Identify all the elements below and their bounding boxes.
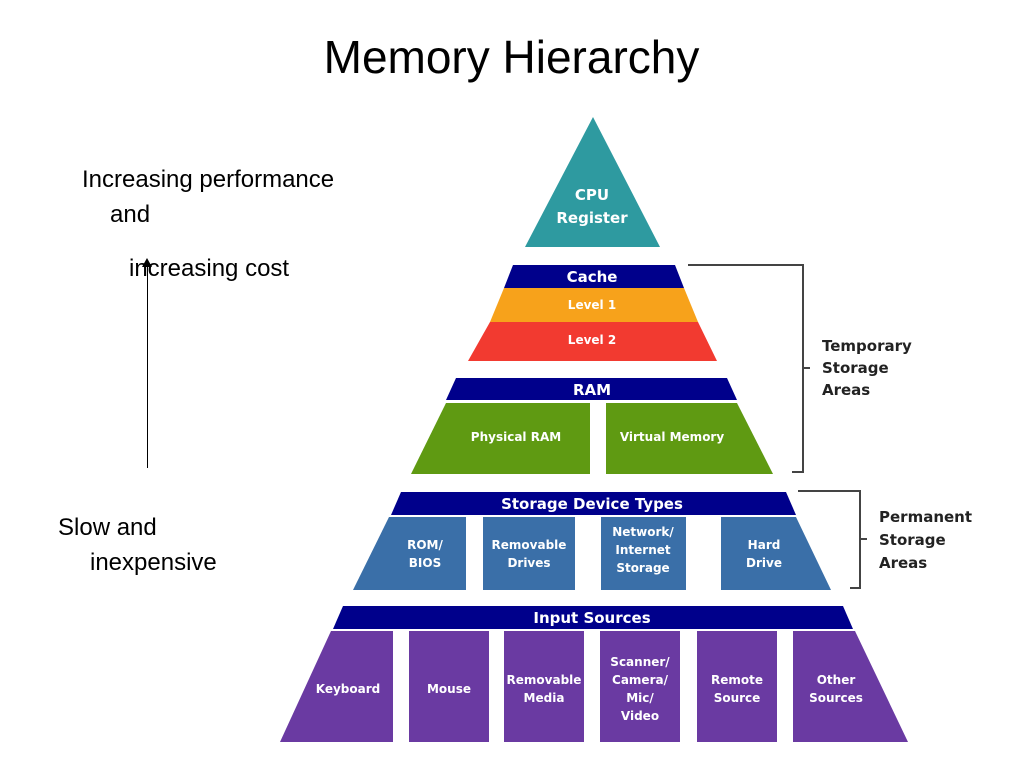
scanner-label-line3: Mic/ (626, 691, 654, 705)
mouse-label: Mouse (427, 682, 471, 696)
keyboard-block (280, 631, 393, 742)
cache-level2-band (468, 322, 717, 361)
mouse-block (409, 631, 489, 742)
removable-drives-block (483, 517, 575, 590)
remote-source-label-line1: Remote (711, 673, 763, 687)
permanent-label-line1: Permanent (879, 508, 972, 526)
permanent-label-line2: Storage (879, 531, 946, 549)
cheap-note-line2: inexpensive (90, 549, 217, 576)
rom-bios-label-line1: ROM/ (407, 538, 443, 552)
hard-drive-label-line1: Hard (748, 538, 781, 552)
network-storage-label-line2: Internet (615, 543, 670, 557)
temporary-storage-bracket (688, 264, 810, 473)
cache-header-band (504, 265, 684, 288)
temporary-label-line1: Temporary (822, 337, 912, 355)
cheap-note-line1: Slow and (58, 514, 157, 541)
cpu-label: CPU (575, 186, 609, 204)
temporary-label-line3: Areas (822, 381, 870, 399)
performance-note-line3: increasing cost (129, 255, 290, 282)
removable-drives-label-line2: Drives (507, 556, 550, 570)
remote-source-block (697, 631, 777, 742)
scanner-camera-block (600, 631, 680, 742)
temporary-label-line2: Storage (822, 359, 889, 377)
input-header-band (333, 606, 853, 629)
input-header-label: Input Sources (533, 609, 650, 627)
cache-header-label: Cache (567, 268, 618, 286)
other-sources-label-line1: Other (817, 673, 856, 687)
cpu-register-tier (525, 117, 660, 247)
cache-level1-band (490, 288, 698, 322)
scanner-label-line4: Video (621, 709, 659, 723)
cache-level1-label: Level 1 (568, 298, 616, 312)
performance-note-line1: Increasing performance (82, 166, 335, 193)
scanner-label-line1: Scanner/ (610, 655, 670, 669)
other-sources-label-line2: Sources (809, 691, 863, 705)
network-storage-label-line1: Network/ (612, 525, 674, 539)
ram-header-band (446, 378, 737, 400)
rom-bios-label-line2: BIOS (409, 556, 441, 570)
storage-header-band (391, 492, 796, 515)
removable-media-label-line1: Removable (507, 673, 582, 687)
performance-note-line2: and (110, 201, 151, 228)
ram-header-label: RAM (573, 381, 611, 399)
removable-media-block (504, 631, 584, 742)
storage-header-label: Storage Device Types (501, 495, 683, 513)
slide-title: Memory Hierarchy (323, 31, 700, 83)
hard-drive-label-line2: Drive (746, 556, 782, 570)
virtual-memory-block (606, 403, 773, 474)
network-storage-block (601, 517, 686, 590)
physical-ram-block (411, 403, 590, 474)
physical-ram-label: Physical RAM (471, 430, 561, 444)
removable-media-label-line2: Media (524, 691, 565, 705)
virtual-memory-label: Virtual Memory (620, 430, 725, 444)
cache-level2-label: Level 2 (568, 333, 616, 347)
permanent-label-line3: Areas (879, 554, 927, 572)
remote-source-label-line2: Source (714, 691, 761, 705)
other-sources-block (793, 631, 908, 742)
network-storage-label-line3: Storage (616, 561, 669, 575)
register-label: Register (556, 209, 628, 227)
removable-drives-label-line1: Removable (492, 538, 567, 552)
keyboard-label: Keyboard (316, 682, 381, 696)
upward-arrow-shaft (147, 262, 148, 468)
permanent-storage-bracket (798, 490, 867, 589)
rom-bios-block (353, 517, 466, 590)
hard-drive-block (721, 517, 831, 590)
scanner-label-line2: Camera/ (612, 673, 669, 687)
upward-arrow-icon (142, 258, 152, 267)
